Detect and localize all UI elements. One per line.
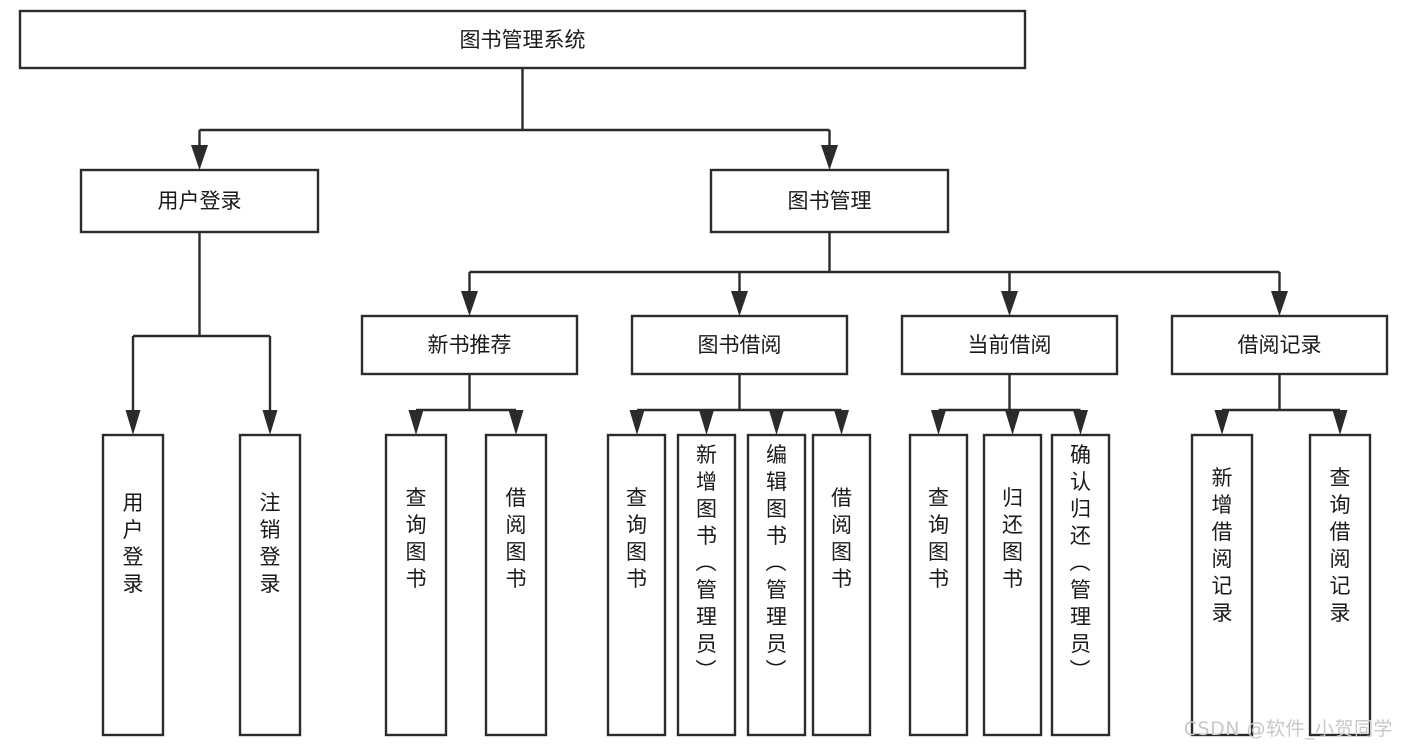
- node-borrow-record-box[interactable]: [1170, 314, 1389, 376]
- arrowhead-book-borrow: [731, 291, 748, 316]
- node-current-borrow-label: 当前借阅: [968, 333, 1052, 357]
- node-new-book-recommend[interactable]: 新书推荐: [360, 314, 579, 376]
- arrowhead-user-login: [191, 145, 208, 170]
- node-leaf-query-book-recommend-box[interactable]: [384, 433, 448, 737]
- arrowhead-leaf-confirm-return-admin: [1073, 410, 1088, 435]
- arrowhead-leaf-return-book: [1005, 410, 1020, 435]
- csdn-watermark: CSDN @软件_小贺同学: [1183, 718, 1393, 740]
- arrowhead-leaf-edit-book-admin: [769, 410, 784, 435]
- node-leaf-query-book-borrow-label: 查询图书: [626, 486, 647, 591]
- arrowhead-leaf-borrow-book-recommend: [508, 410, 524, 435]
- node-book-borrow-label: 图书借阅: [698, 333, 782, 357]
- arrowhead-leaf-add-borrow-record: [1214, 410, 1230, 435]
- node-leaf-edit-book-admin-label: 编辑图书（管理员）: [766, 443, 788, 683]
- node-leaf-borrow-book-recommend-label: 借阅图书: [506, 486, 527, 591]
- node-leaf-add-book-admin[interactable]: 新增图书（管理员）: [676, 433, 737, 737]
- arrowhead-borrow-record: [1271, 291, 1288, 316]
- node-leaf-borrow-book[interactable]: 借阅图书: [811, 433, 872, 737]
- node-new-book-recommend-box[interactable]: [360, 314, 579, 376]
- arrowhead-leaf-add-book-admin: [699, 410, 714, 435]
- node-leaf-confirm-return-admin-label: 确认归还（管理员）: [1070, 443, 1092, 683]
- node-root-label: 图书管理系统: [460, 28, 586, 52]
- node-root-box[interactable]: [18, 9, 1027, 70]
- node-book-borrow[interactable]: 图书借阅: [630, 314, 849, 376]
- arrowhead-leaf-query-book-borrow: [629, 410, 645, 435]
- node-leaf-user-login-box[interactable]: [101, 433, 165, 737]
- node-leaf-add-borrow-record-label: 新增借阅记录: [1212, 466, 1233, 625]
- node-leaf-query-book-current[interactable]: 查询图书: [908, 433, 969, 737]
- node-leaf-edit-book-admin[interactable]: 编辑图书（管理员）: [746, 433, 807, 737]
- node-leaf-edit-book-admin-box[interactable]: [746, 433, 807, 737]
- node-borrow-record-label: 借阅记录: [1238, 333, 1322, 357]
- node-leaf-query-book-borrow-box[interactable]: [606, 433, 667, 737]
- node-leaf-return-book[interactable]: 归还图书: [982, 433, 1043, 737]
- node-leaf-query-borrow-record[interactable]: 查询借阅记录: [1308, 433, 1372, 737]
- node-leaf-confirm-return-admin-box[interactable]: [1050, 433, 1111, 737]
- node-leaf-add-borrow-record-box[interactable]: [1190, 433, 1254, 737]
- node-leaf-borrow-book-recommend[interactable]: 借阅图书: [484, 433, 548, 737]
- node-leaf-borrow-book-recommend-box[interactable]: [484, 433, 548, 737]
- node-book-manage[interactable]: 图书管理: [709, 168, 950, 234]
- node-leaf-add-book-admin-label: 新增图书（管理员）: [696, 443, 718, 683]
- arrowhead-new-book-recommend: [461, 291, 478, 316]
- node-book-manage-box[interactable]: [709, 168, 950, 234]
- node-book-manage-label: 图书管理: [788, 189, 872, 213]
- arrowhead-leaf-borrow-book: [834, 410, 849, 435]
- node-user-login-box[interactable]: [79, 168, 320, 234]
- node-book-borrow-box[interactable]: [630, 314, 849, 376]
- node-leaf-user-login-label: 用户登录: [123, 491, 144, 596]
- node-leaf-user-login[interactable]: 用户登录: [101, 433, 165, 737]
- node-leaf-add-book-admin-box[interactable]: [676, 433, 737, 737]
- arrowhead-leaf-logout-login: [262, 410, 278, 435]
- arrowhead-current-borrow: [1001, 291, 1018, 316]
- arrowhead-book-manage: [821, 145, 838, 170]
- node-current-borrow-box[interactable]: [900, 314, 1119, 376]
- arrowhead-leaf-user-login: [125, 410, 141, 435]
- node-leaf-query-book-current-box[interactable]: [908, 433, 969, 737]
- node-leaf-return-book-label: 归还图书: [1002, 486, 1023, 591]
- connector-layer: [125, 68, 1348, 435]
- arrowhead-leaf-query-book-recommend: [408, 410, 424, 435]
- node-leaf-logout-login-box[interactable]: [238, 433, 302, 737]
- node-user-login-label: 用户登录: [158, 189, 242, 213]
- arrowhead-leaf-query-book-current: [931, 410, 946, 435]
- node-leaf-add-borrow-record[interactable]: 新增借阅记录: [1190, 433, 1254, 737]
- node-leaf-borrow-book-box[interactable]: [811, 433, 872, 737]
- node-leaf-query-book-recommend[interactable]: 查询图书: [384, 433, 448, 737]
- node-leaf-query-book-borrow[interactable]: 查询图书: [606, 433, 667, 737]
- node-leaf-query-book-current-label: 查询图书: [928, 486, 949, 591]
- arrowhead-leaf-query-borrow-record: [1332, 410, 1348, 435]
- node-borrow-record[interactable]: 借阅记录: [1170, 314, 1389, 376]
- node-leaf-logout-login[interactable]: 注销登录: [238, 433, 302, 737]
- node-leaf-logout-login-label: 注销登录: [260, 491, 281, 596]
- node-new-book-recommend-label: 新书推荐: [428, 333, 512, 357]
- node-root[interactable]: 图书管理系统: [18, 9, 1027, 70]
- node-leaf-query-book-recommend-label: 查询图书: [406, 486, 427, 591]
- node-user-login[interactable]: 用户登录: [79, 168, 320, 234]
- node-leaf-query-borrow-record-label: 查询借阅记录: [1330, 466, 1351, 625]
- node-leaf-return-book-box[interactable]: [982, 433, 1043, 737]
- node-leaf-confirm-return-admin[interactable]: 确认归还（管理员）: [1050, 433, 1111, 737]
- node-leaf-borrow-book-label: 借阅图书: [831, 486, 852, 591]
- node-current-borrow[interactable]: 当前借阅: [900, 314, 1119, 376]
- node-leaf-query-borrow-record-box[interactable]: [1308, 433, 1372, 737]
